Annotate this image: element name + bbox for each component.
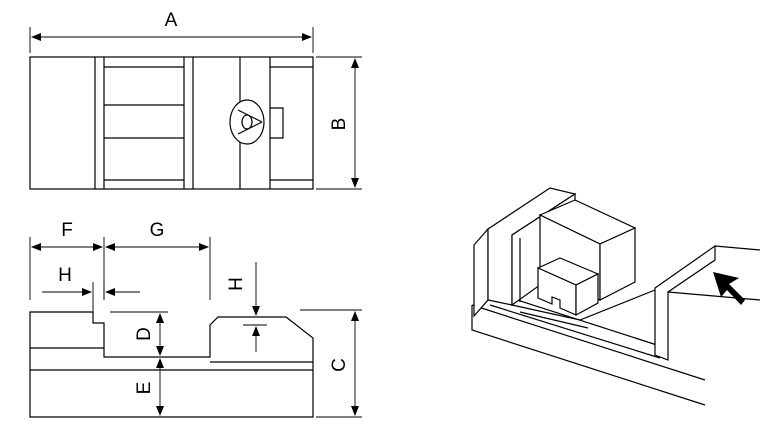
label-b: B xyxy=(329,118,350,131)
label-a: A xyxy=(165,10,178,31)
label-e: E xyxy=(134,382,155,395)
dimension-c: C xyxy=(300,309,362,418)
dimension-b: B xyxy=(316,56,362,190)
label-g: G xyxy=(150,220,165,241)
dimension-h-vertical: H xyxy=(226,262,267,352)
base-plate-front xyxy=(471,305,706,406)
dimension-h-horizontal: H xyxy=(42,265,140,312)
right-jaw xyxy=(654,244,716,361)
front-view-outline xyxy=(29,311,314,418)
top-view-outline xyxy=(29,56,314,190)
label-f: F xyxy=(61,220,73,241)
label-c: C xyxy=(329,358,350,372)
front-view xyxy=(29,311,314,418)
screw-head xyxy=(229,99,265,145)
dimension-f: F xyxy=(29,220,103,300)
dimension-g: G xyxy=(103,220,211,300)
arrow-down-left-icon xyxy=(713,272,745,305)
key-slot xyxy=(270,107,284,139)
top-view xyxy=(29,56,314,190)
isometric-view xyxy=(471,187,761,406)
label-d: D xyxy=(134,327,155,341)
dimension-a: A xyxy=(29,10,314,53)
dimension-d: D xyxy=(110,311,168,356)
label-h-vertical: H xyxy=(226,277,247,291)
dimension-e: E xyxy=(134,358,164,416)
label-h-horizontal: H xyxy=(58,265,72,286)
